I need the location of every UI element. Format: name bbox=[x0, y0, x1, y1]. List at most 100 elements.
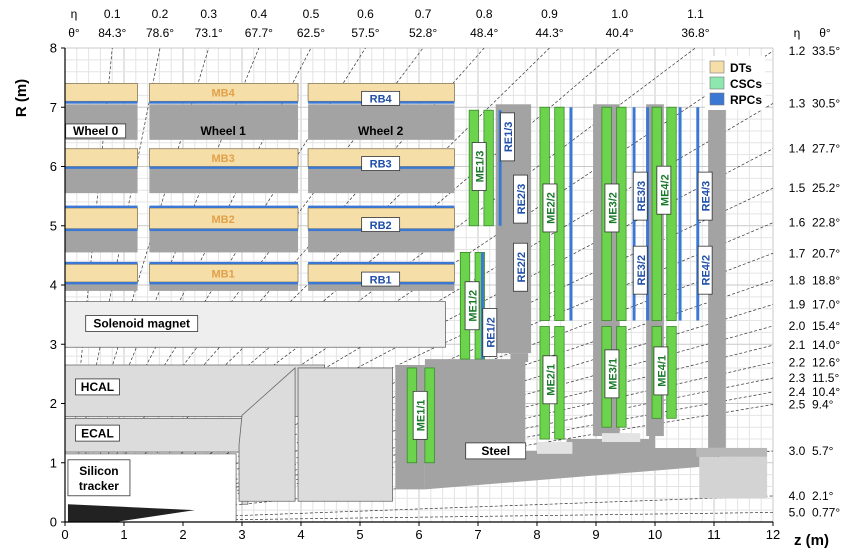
barrel-yoke-layer bbox=[308, 166, 455, 194]
rpc-barrel-rb1 bbox=[308, 261, 455, 265]
legend-swatch bbox=[709, 92, 725, 106]
eta-right-value: 1.6 bbox=[789, 216, 806, 230]
me-label-0-box bbox=[412, 390, 428, 440]
endcap-foot bbox=[537, 442, 573, 454]
me-label-0: ME1/1 bbox=[412, 390, 428, 440]
rpc-barrel-rb3 bbox=[65, 166, 138, 169]
theta-top-value: 78.6° bbox=[146, 26, 174, 40]
barrel-yoke-layer bbox=[65, 282, 138, 291]
y-axis-label: R (m) bbox=[13, 79, 30, 117]
eta-right-value: 2.3 bbox=[789, 371, 806, 385]
re-label-7-box bbox=[697, 171, 713, 221]
ecal-label-text: ECAL bbox=[81, 426, 114, 440]
me-label-1: ME1/2 bbox=[464, 281, 480, 331]
re-label-1: RE1/3 bbox=[500, 112, 515, 162]
x-tick-label: 9 bbox=[592, 527, 599, 542]
x-tick-label: 2 bbox=[179, 527, 186, 542]
re-label-3: RE2/3 bbox=[513, 174, 528, 224]
wheel-1-label: Wheel 1 bbox=[200, 124, 246, 138]
y-tick-label: 5 bbox=[50, 218, 57, 233]
theta-right-value: 11.5° bbox=[812, 371, 839, 385]
eta-top-value: 0.7 bbox=[415, 7, 432, 21]
eta-right-value: 1.7 bbox=[789, 246, 806, 260]
theta-top-value: 84.3° bbox=[98, 26, 126, 40]
eta-top-value: 0.9 bbox=[541, 7, 558, 21]
wheel-0-label-text: Wheel 0 bbox=[73, 124, 119, 138]
rb3-label-text: RB3 bbox=[370, 159, 392, 171]
rpc-endcap bbox=[569, 107, 573, 321]
theta-header-right: θ° bbox=[819, 26, 831, 40]
me-label-3: ME2/1 bbox=[542, 355, 557, 405]
theta-right-value: 30.5° bbox=[812, 96, 840, 110]
theta-top-value: 36.8° bbox=[681, 26, 709, 40]
x-tick-label: 7 bbox=[474, 527, 481, 542]
y-tick-label: 0 bbox=[50, 515, 57, 530]
x-tick-label: 11 bbox=[707, 527, 721, 542]
re-label-2-box bbox=[513, 242, 528, 292]
re-label-1-text: RE1/3 bbox=[503, 122, 515, 153]
eta-top-value: 1.0 bbox=[611, 7, 628, 21]
theta-right-value: 14.0° bbox=[812, 338, 840, 352]
re-label-2: RE2/2 bbox=[513, 242, 528, 292]
eta-right-value: 2.2 bbox=[789, 355, 806, 369]
rb3-label: RB3 bbox=[361, 156, 401, 171]
rb4-label-text: RB4 bbox=[370, 94, 393, 106]
re-label-5: RE3/3 bbox=[632, 171, 648, 221]
solenoid-label-box bbox=[85, 315, 199, 332]
re-label-4-text: RE3/2 bbox=[636, 255, 648, 286]
rpc-barrel-rb4 bbox=[149, 101, 299, 104]
ecal-label-box bbox=[75, 424, 120, 442]
rpc-barrel-rb2 bbox=[65, 205, 138, 208]
mb4-label-box bbox=[203, 85, 244, 100]
theta-top-value: 52.8° bbox=[409, 26, 437, 40]
y-tick-label: 3 bbox=[50, 337, 57, 352]
wheel-0-label: Wheel 0 bbox=[65, 123, 127, 139]
theta-right-value: 15.4° bbox=[812, 319, 840, 333]
theta-right-value: 12.6° bbox=[812, 355, 840, 369]
hcal-label: HCAL bbox=[75, 378, 120, 396]
eta-labels: 0.184.3°0.278.6°0.373.1°0.467.7°0.562.5°… bbox=[98, 7, 840, 519]
barrel-yoke-layer bbox=[149, 282, 299, 291]
rb2-label-box bbox=[361, 217, 401, 232]
y-tick-label: 7 bbox=[50, 100, 57, 115]
re-label-0-box bbox=[482, 307, 498, 357]
rb2-label: RB2 bbox=[361, 217, 401, 232]
eta-right-value: 4.0 bbox=[789, 489, 806, 503]
rpc-barrel-rb1 bbox=[149, 261, 299, 265]
theta-right-value: 20.7° bbox=[812, 246, 840, 260]
steel-label-text: Steel bbox=[481, 444, 510, 458]
mb3-label: MB3 bbox=[203, 150, 244, 165]
theta-top-value: 62.5° bbox=[297, 26, 325, 40]
mb2-label: MB2 bbox=[203, 211, 244, 226]
hcal-endcap bbox=[297, 367, 393, 502]
theta-right-value: 33.5° bbox=[812, 44, 840, 58]
legend-label: CSCs bbox=[730, 77, 762, 91]
theta-right-value: 10.4° bbox=[812, 385, 840, 399]
silicon-tracker-line2: tracker bbox=[79, 479, 119, 493]
me-label-5: ME3/1 bbox=[604, 349, 619, 399]
rb3-label-box bbox=[361, 156, 401, 171]
rb4-label-box bbox=[361, 90, 401, 106]
me-label-7-text: ME4/1 bbox=[656, 355, 668, 387]
dt-chamber-mb3 bbox=[64, 148, 138, 167]
theta-top-value: 57.5° bbox=[351, 26, 379, 40]
mb2-label-box bbox=[203, 211, 244, 226]
y-tick-label: 4 bbox=[50, 278, 57, 293]
barrel-yoke-layer bbox=[149, 166, 299, 194]
x-tick-label: 1 bbox=[120, 527, 127, 542]
eta-top-value: 0.1 bbox=[104, 7, 121, 21]
wheel-2-label-text: Wheel 2 bbox=[358, 124, 404, 138]
rpc-barrel-rb1 bbox=[149, 282, 299, 285]
re-label-0-text: RE1/2 bbox=[485, 317, 497, 348]
me-label-8-box bbox=[656, 165, 672, 215]
barrel-yoke-layer bbox=[308, 228, 455, 253]
hcal-endcap-inner bbox=[238, 367, 296, 502]
rb1-label-text: RB1 bbox=[370, 274, 392, 286]
x-tick-label: 12 bbox=[766, 527, 780, 542]
dt-chamber-mb2 bbox=[64, 207, 138, 230]
wheel-0-label-box bbox=[65, 123, 127, 139]
re-label-7: RE4/3 bbox=[697, 171, 713, 221]
